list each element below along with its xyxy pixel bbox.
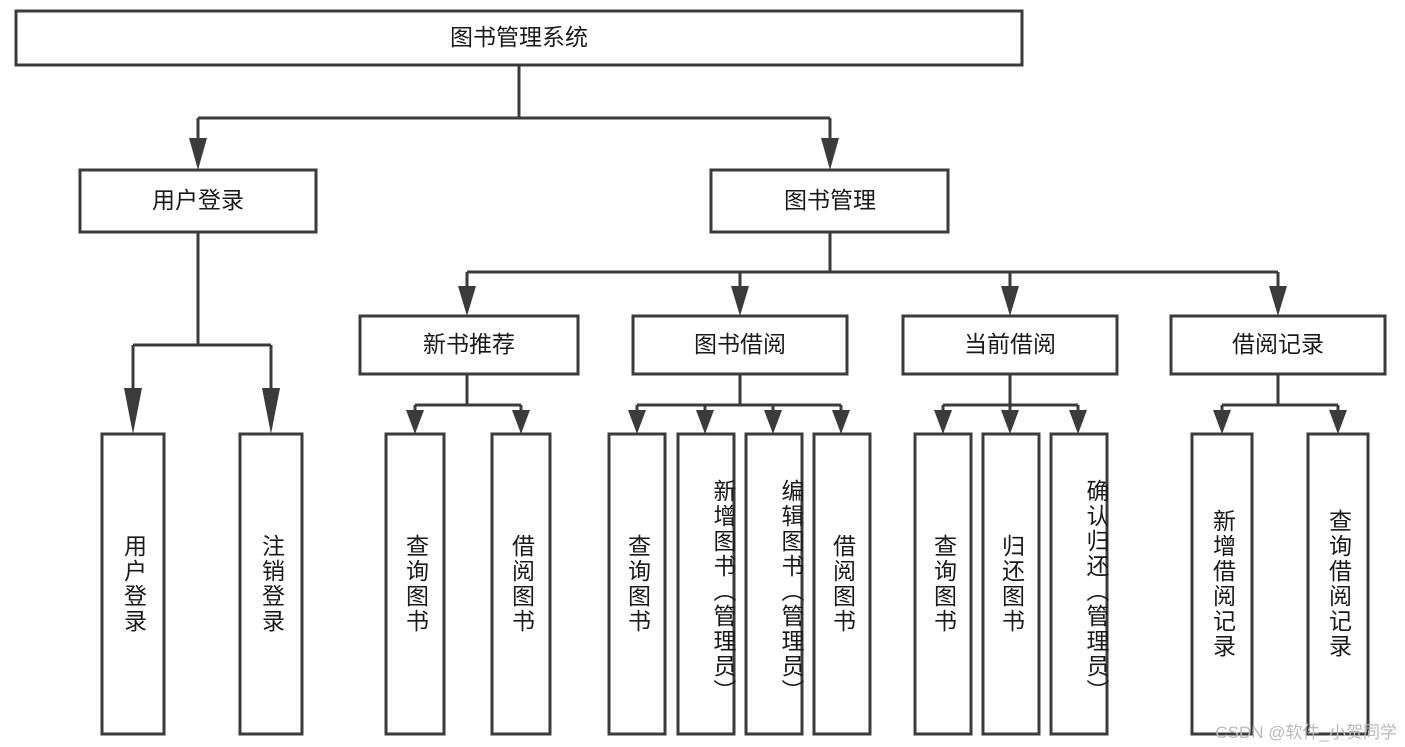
arrow-head-leaf-user-login-2: [262, 388, 280, 434]
leaf-box-nbr-2[interactable]: [490, 432, 552, 736]
leaf-box-user-login-1[interactable]: [100, 432, 166, 736]
arrow-head-book-manage: [821, 138, 839, 170]
node-book-borrow-box[interactable]: [631, 314, 849, 376]
node-user-login-box[interactable]: [78, 168, 318, 234]
leaf-box-cb-3[interactable]: [1049, 432, 1109, 736]
arrow-head-leaf-cb-2: [1001, 410, 1019, 434]
node-root-system-box[interactable]: [14, 9, 1024, 67]
leaf-box-br-1[interactable]: [1190, 432, 1254, 736]
leaf-box-br-2[interactable]: [1306, 432, 1370, 736]
leaf-box-bb-3[interactable]: [744, 432, 804, 736]
arrow-head-leaf-bb-1: [628, 410, 646, 434]
leaf-boxes-borrow-record: [1190, 432, 1370, 736]
connector-group-book-borrow: [628, 374, 850, 434]
node-current-borrow[interactable]: 当前借阅: [901, 314, 1119, 376]
node-book-manage[interactable]: 图书管理: [709, 168, 950, 234]
arrow-head-leaf-nbr-2: [512, 410, 530, 434]
node-borrow-record-box[interactable]: [1169, 314, 1387, 376]
leaf-boxes-book-borrow: [607, 432, 872, 736]
arrow-head-current-borrow: [1001, 286, 1019, 316]
leaf-box-cb-1[interactable]: [913, 432, 973, 736]
arrow-head-book-borrow: [731, 286, 749, 316]
arrow-head-leaf-br-2: [1329, 410, 1347, 434]
leaf-boxes-user-login: [100, 432, 304, 736]
arrow-head-new-book-recommend: [458, 286, 476, 316]
node-book-manage-box[interactable]: [709, 168, 950, 234]
arrow-head-leaf-bb-4: [832, 410, 850, 434]
node-root-system-label: 图书管理系统: [450, 24, 588, 50]
node-book-borrow[interactable]: 图书借阅: [631, 314, 849, 376]
arrow-head-user-login: [189, 138, 207, 170]
leaf-boxes-new-book-recommend: [384, 432, 552, 736]
arrow-head-leaf-bb-3: [764, 410, 782, 434]
arrow-head-leaf-bb-2: [696, 410, 714, 434]
node-root-system[interactable]: 图书管理系统: [14, 9, 1024, 67]
leaf-box-user-login-2[interactable]: [238, 432, 304, 736]
node-new-book-recommend-label: 新书推荐: [423, 331, 515, 357]
arrow-head-leaf-user-login-1: [124, 388, 142, 434]
node-user-login-label: 用户登录: [152, 187, 244, 213]
node-book-manage-label: 图书管理: [784, 187, 876, 213]
connector-group-new-book-recommend: [406, 374, 530, 434]
node-book-borrow-label: 图书借阅: [694, 331, 786, 357]
arrow-head-leaf-cb-1: [934, 410, 952, 434]
connector-group-borrow-record: [1213, 374, 1347, 434]
leaf-box-nbr-1[interactable]: [384, 432, 446, 736]
node-current-borrow-label: 当前借阅: [964, 331, 1056, 357]
node-new-book-recommend[interactable]: 新书推荐: [358, 314, 580, 376]
node-new-book-recommend-box[interactable]: [358, 314, 580, 376]
connector-group-book-manage: [458, 232, 1287, 316]
arrow-head-leaf-br-1: [1213, 410, 1231, 434]
leaf-box-bb-4[interactable]: [812, 432, 872, 736]
leaf-box-cb-2[interactable]: [981, 432, 1041, 736]
connector-group-current-borrow: [934, 374, 1087, 434]
node-current-borrow-box[interactable]: [901, 314, 1119, 376]
arrow-head-leaf-nbr-1: [406, 410, 424, 434]
node-user-login[interactable]: 用户登录: [78, 168, 318, 234]
node-borrow-record-label: 借阅记录: [1232, 331, 1324, 357]
leaf-boxes-current-borrow: [913, 432, 1109, 736]
arrow-head-borrow-record: [1269, 286, 1287, 316]
watermark-text: CSDN @软件_小贺同学: [1215, 723, 1397, 742]
leaf-box-bb-2[interactable]: [676, 432, 736, 736]
node-borrow-record[interactable]: 借阅记录: [1169, 314, 1387, 376]
connector-group-root: [189, 65, 839, 170]
arrow-head-leaf-cb-3: [1069, 410, 1087, 434]
leaf-box-bb-1[interactable]: [607, 432, 667, 736]
connector-group-user-login: [124, 232, 280, 434]
